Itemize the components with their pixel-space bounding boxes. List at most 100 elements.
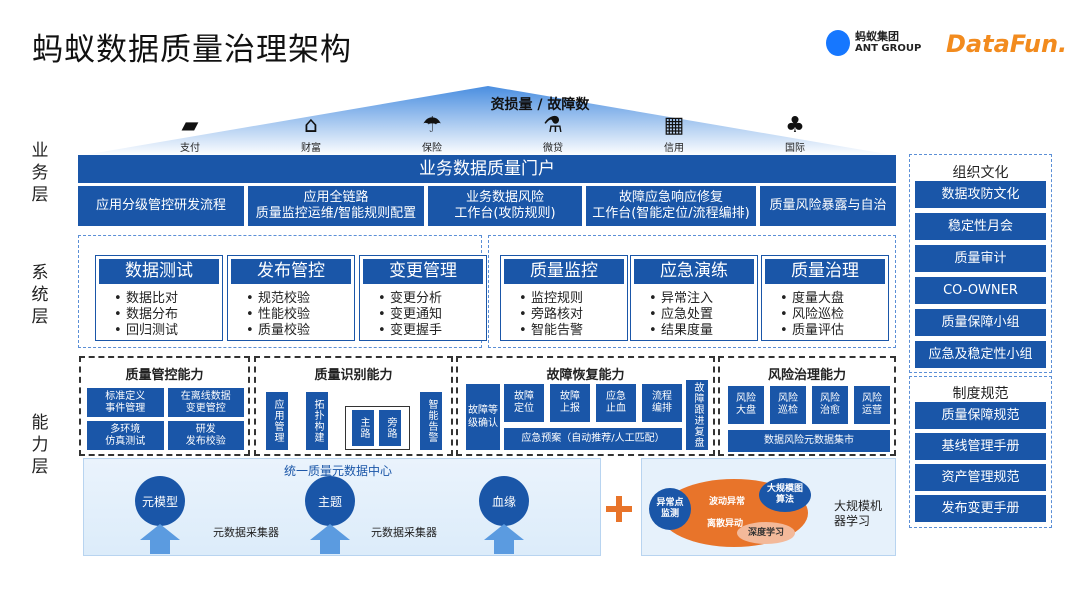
org-item-5[interactable]: 应急及稳定性小组: [915, 341, 1046, 368]
biz-item-label: 保险: [422, 143, 442, 154]
plus-icon: [606, 496, 632, 522]
identify-item-0[interactable]: 应用管理: [266, 392, 288, 450]
system-title: 质量监控: [504, 259, 624, 284]
meta-collector-0: 元数据采集器: [213, 526, 279, 539]
recovery-item-1[interactable]: 故障 上报: [550, 384, 590, 422]
system-title: 质量治理: [765, 259, 885, 284]
portal-item-4[interactable]: 质量风险暴露与自治: [760, 186, 896, 226]
ml-bubble-2: 大规模图 算法: [759, 478, 811, 512]
system-item: 变更分析: [360, 291, 486, 307]
system-5[interactable]: 质量治理度量大盘风险巡检质量评估: [761, 255, 889, 341]
bank-icon: ⌂: [304, 113, 318, 138]
identify-item-3[interactable]: 旁路: [379, 410, 401, 446]
cap-risk: 风险治理能力 风险 大盘风险 巡检风险 治愈风险 运营数据风险元数据集市: [718, 356, 896, 456]
biz-item-label: 国际: [785, 143, 805, 154]
meta-node-1[interactable]: 主题: [305, 476, 355, 526]
org-item-3[interactable]: CO-OWNER: [915, 277, 1046, 304]
layer-label-sys: 系统层: [31, 263, 49, 327]
qc-item-0[interactable]: 标准定义 事件管理: [87, 388, 164, 417]
identify-item-1[interactable]: 拓扑构建: [306, 392, 328, 450]
layer-label-cap: 能力层: [31, 413, 49, 477]
biz-item-label: 财富: [301, 143, 321, 154]
org-culture-panel: [909, 154, 1052, 373]
system-4[interactable]: 应急演练异常注入应急处置结果度量: [630, 255, 758, 341]
risk-item-2[interactable]: 风险 治愈: [812, 386, 848, 424]
portal-item-3[interactable]: 故障应急响应修复 工作台(智能定位/流程编排): [586, 186, 756, 226]
identify-main-bypass-frame: [345, 406, 410, 450]
identify-item-4[interactable]: 智能告警: [420, 392, 442, 450]
film-icon: ▦: [663, 113, 685, 138]
system-item: 风险巡检: [762, 307, 888, 323]
flask-icon: ⚗: [543, 113, 563, 138]
system-item: 回归测试: [96, 323, 222, 339]
qc-item-1[interactable]: 在离线数据 变更管控: [167, 388, 244, 417]
system-3[interactable]: 质量监控监控规则旁路核对智能告警: [500, 255, 628, 341]
biz-item-label: 信用: [664, 143, 684, 154]
rules-panel: [909, 376, 1052, 528]
biz-item-2: ☂保险: [392, 113, 472, 154]
ml-bubble-1: 波动异常: [708, 496, 745, 507]
cap-recovery-title: 故障恢复能力: [546, 368, 625, 383]
qc-item-2[interactable]: 多环境 仿真测试: [87, 421, 164, 450]
system-item: 质量评估: [762, 323, 888, 339]
risk-item-1[interactable]: 风险 巡检: [770, 386, 806, 424]
org-item-4[interactable]: 质量保障小组: [915, 309, 1046, 336]
biz-item-4: ▦ 信用: [634, 113, 714, 154]
recovery-left[interactable]: 故障等级确认: [466, 384, 500, 450]
cap-quality-control-title: 质量管控能力: [125, 368, 204, 383]
recovery-right[interactable]: 故障跟进复盘: [686, 380, 708, 450]
wallet-icon: ▰: [181, 113, 199, 138]
system-items: 异常注入应急处置结果度量: [631, 287, 757, 339]
top-banner-text: 资损量 / 故障数: [490, 97, 590, 113]
system-item: 智能告警: [501, 323, 627, 339]
org-item-0[interactable]: 数据攻防文化: [915, 181, 1046, 208]
arrow-stem: [150, 540, 170, 554]
system-0[interactable]: 数据测试数据比对数据分布回归测试: [95, 255, 223, 341]
rules-item-0[interactable]: 质量保障规范: [915, 402, 1046, 429]
arrow-up-icon: [140, 524, 180, 540]
business-icons: ▰支付⌂财富☂保险⚗微贷▦信用♣国际: [150, 113, 850, 155]
recovery-plan[interactable]: 应急预案（自动推荐/人工匹配）: [504, 428, 682, 450]
meta-node-2[interactable]: 血缘: [479, 476, 529, 526]
org-item-1[interactable]: 稳定性月会: [915, 213, 1046, 240]
biz-item-0: ▰支付: [150, 113, 230, 154]
rules-item-1[interactable]: 基线管理手册: [915, 433, 1046, 460]
identify-item-2[interactable]: 主路: [352, 410, 374, 446]
arrow-stem: [320, 540, 340, 554]
system-items: 变更分析变更通知变更握手: [360, 287, 486, 339]
system-item: 监控规则: [501, 291, 627, 307]
system-item: 变更通知: [360, 307, 486, 323]
system-item: 质量校验: [228, 323, 354, 339]
portal-item-2[interactable]: 业务数据风险 工作台(攻防规则): [428, 186, 582, 226]
system-item: 应急处置: [631, 307, 757, 323]
system-item: 变更握手: [360, 323, 486, 339]
risk-bottom[interactable]: 数据风险元数据集市: [728, 430, 890, 452]
recovery-item-2[interactable]: 应急 止血: [596, 384, 636, 422]
recovery-item-0[interactable]: 故障 定位: [504, 384, 544, 422]
system-2[interactable]: 变更管理变更分析变更通知变更握手: [359, 255, 487, 341]
system-item: 度量大盘: [762, 291, 888, 307]
qc-item-3[interactable]: 研发 发布校验: [167, 421, 244, 450]
meta-node-0[interactable]: 元模型: [135, 476, 185, 526]
system-title: 数据测试: [99, 259, 219, 284]
risk-item-3[interactable]: 风险 运营: [854, 386, 890, 424]
ml-bubble-3: 离散异动: [706, 518, 743, 529]
arrow-up-icon: [310, 524, 350, 540]
system-item: 数据分布: [96, 307, 222, 323]
org-culture-title: 组织文化: [952, 165, 1009, 181]
portal-item-0[interactable]: 应用分级管控研发流程: [78, 186, 244, 226]
system-1[interactable]: 发布管控规范校验性能校验质量校验: [227, 255, 355, 341]
rules-item-2[interactable]: 资产管理规范: [915, 464, 1046, 491]
ml-label: 大规模机 器学习: [834, 499, 883, 528]
system-group-right: [488, 235, 896, 348]
recovery-item-3[interactable]: 流程 编排: [642, 384, 682, 422]
rules-item-3[interactable]: 发布变更手册: [915, 495, 1046, 522]
system-items: 监控规则旁路核对智能告警: [501, 287, 627, 339]
portal-item-1[interactable]: 应用全链路 质量监控运维/智能规则配置: [248, 186, 424, 226]
org-item-2[interactable]: 质量审计: [915, 245, 1046, 272]
system-title: 变更管理: [363, 259, 483, 284]
risk-item-0[interactable]: 风险 大盘: [728, 386, 764, 424]
ant-logo-en: ANT GROUP: [855, 43, 922, 54]
biz-item-1: ⌂ 财富: [271, 113, 351, 154]
system-item: 数据比对: [96, 291, 222, 307]
